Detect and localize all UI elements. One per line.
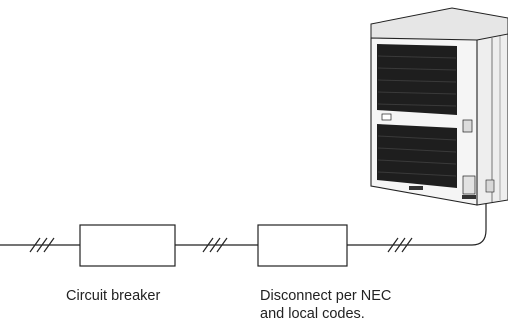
conductor-marks-right [387, 237, 413, 253]
disconnect-label: Disconnect per NEC and local codes. [260, 287, 391, 323]
disconnect-label-line1: Disconnect per NEC [260, 288, 392, 304]
outdoor-unit-icon [370, 7, 508, 206]
disconnect-label-line2: and local codes. [260, 306, 365, 322]
circuit-breaker-box [79, 224, 176, 267]
circuit-breaker-label: Circuit breaker [66, 288, 161, 304]
conductor-marks-middle [202, 237, 228, 253]
conductor-marks-left [29, 237, 55, 253]
disconnect-box [257, 224, 348, 267]
